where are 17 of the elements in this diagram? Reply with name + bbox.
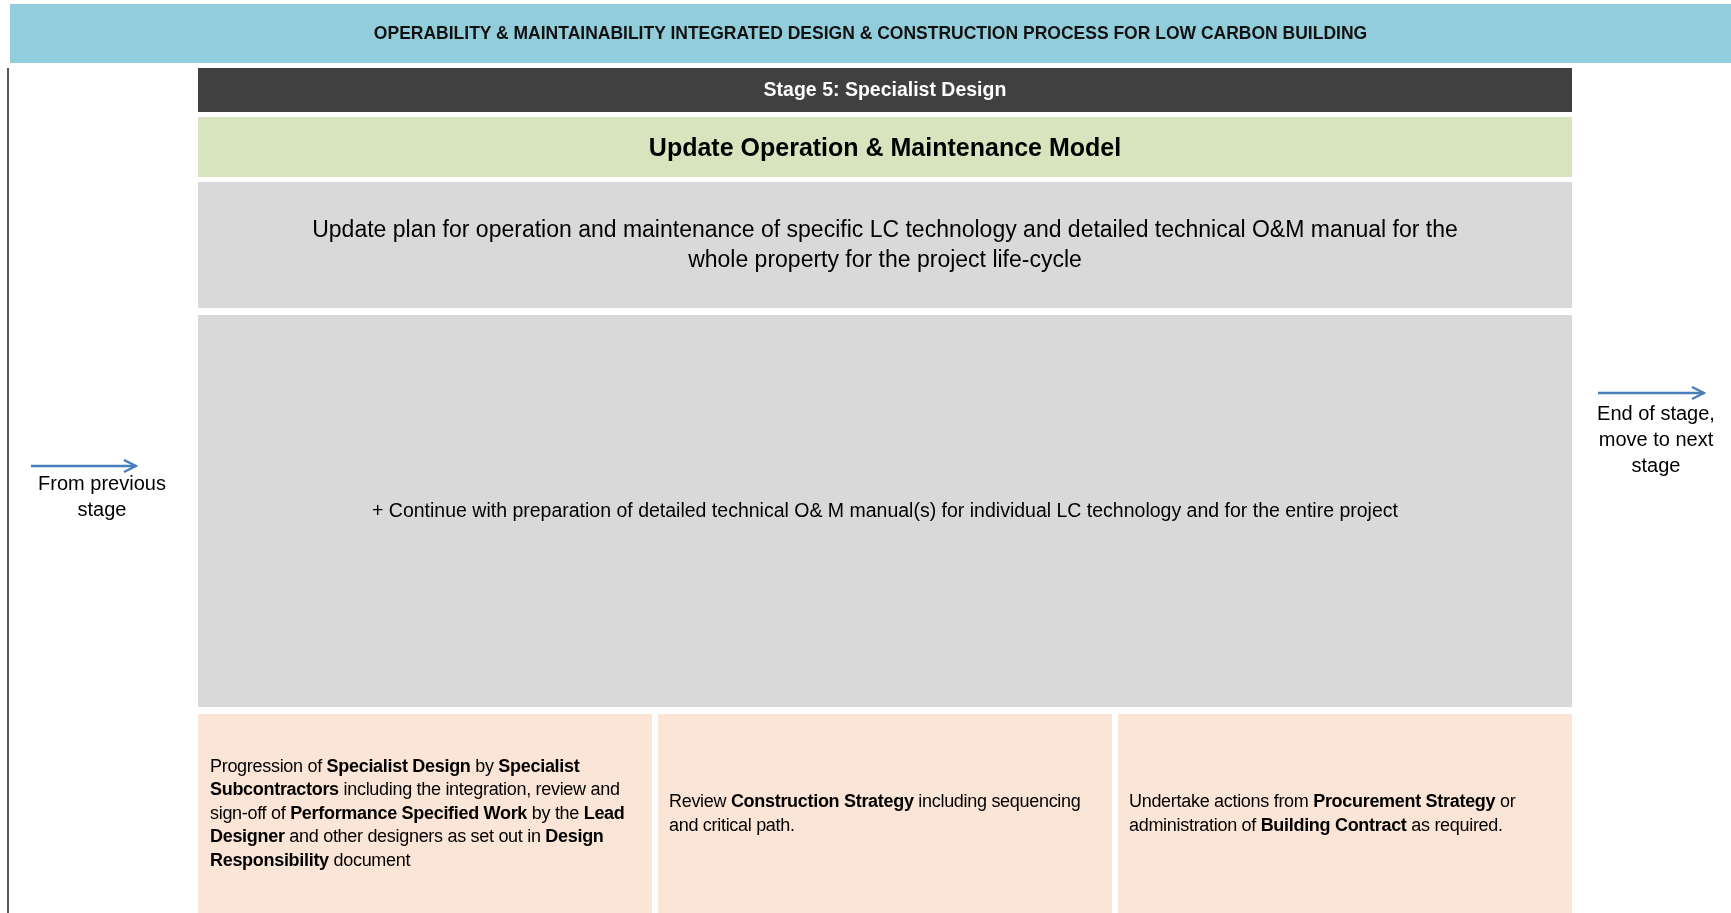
node-text: Stage 5: Specialist Design [763, 77, 1007, 103]
stage-note: End of stage, move to next stage [1596, 401, 1716, 478]
process-box [198, 714, 652, 913]
process-box [198, 117, 1572, 177]
process-box [1118, 714, 1572, 913]
node-text: + Continue with preparation of detailed technical O& M manual(s) for individual LC technology and for the entire project [372, 498, 1398, 524]
node-text: Undertake actions from Procurement Strategy or administration of Building Contract as required. [1129, 790, 1517, 837]
node-text: Update Operation & Maintenance Model [648, 131, 1122, 163]
process-box [658, 714, 1112, 913]
node-text: Update plan for operation and maintenance of specific LC technology and detailed technical O&M manual for the whole property for the project life-cycle [311, 215, 1459, 274]
stage-header [198, 68, 1572, 112]
stage-note: From previous stage [37, 471, 167, 522]
node-text: Review Construction Strategy including sequencing and critical path. [669, 790, 1082, 837]
node-text: Progression of Specialist Design by Specialist Subcontractors including the integration, review and sign-off of Performance Specified Work by the Lead Designer and other designers as set out in Design Responsibility document [210, 755, 626, 872]
title-banner: OPERABILITY & MAINTAINABILITY INTEGRATED DESIGN & CONSTRUCTION PROCESS FOR LOW CARBON BUILDING [10, 4, 1731, 63]
process-box [198, 182, 1572, 308]
process-box [198, 315, 1572, 707]
